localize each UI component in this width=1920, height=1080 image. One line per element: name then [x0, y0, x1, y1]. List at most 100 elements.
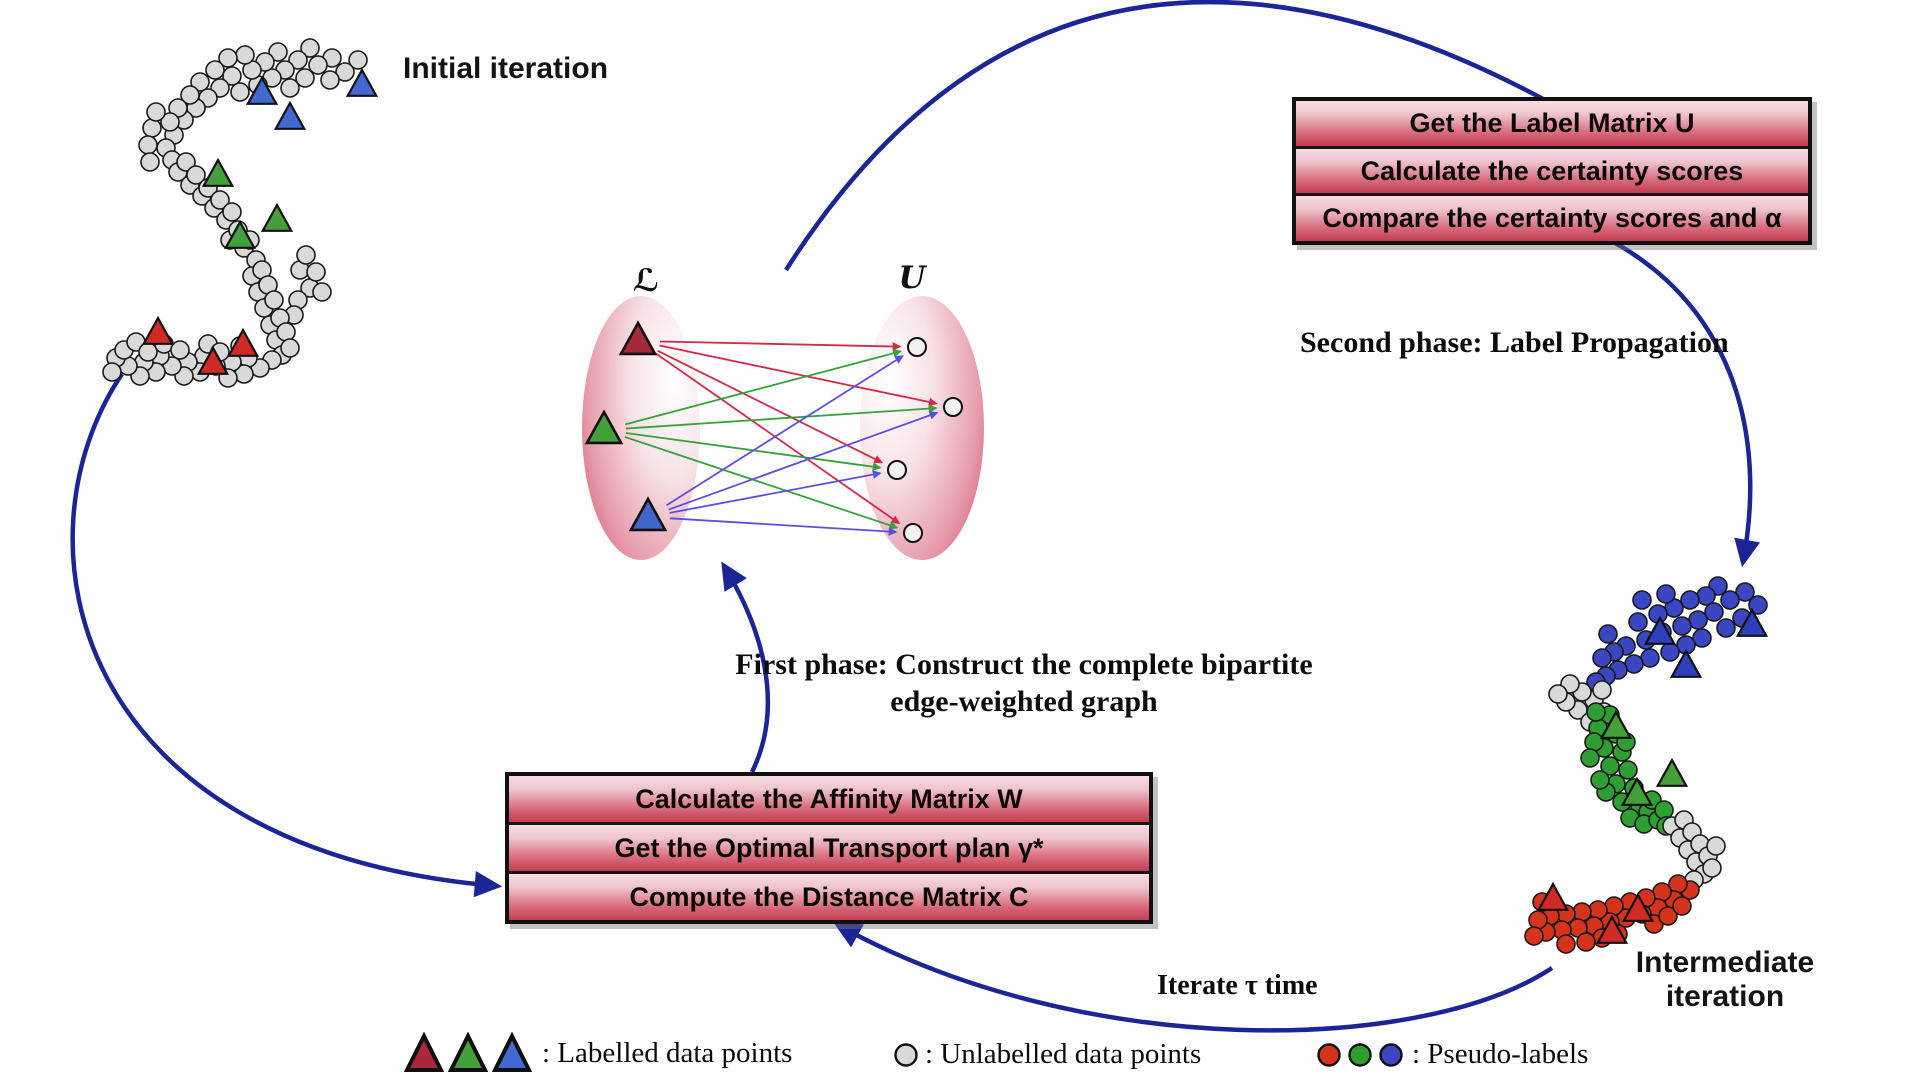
bipartite-edges [624, 340, 939, 536]
initial-labelled-green-point [223, 219, 257, 249]
initial-unlabelled-point [235, 45, 255, 65]
intermediate-labelled-green-point [1620, 776, 1654, 806]
bipartite-edge [657, 350, 884, 464]
initial-unlabelled-point [222, 202, 242, 222]
initial-unlabelled-point [102, 362, 122, 382]
construct-graph-box: Calculate the Affinity Matrix W Get the … [505, 772, 1153, 924]
box-row-get-label-matrix: Get the Label Matrix U [1296, 101, 1808, 146]
initial-labelled-red-point [141, 315, 175, 345]
box-row-distance-matrix: Compute the Distance Matrix C [509, 871, 1149, 920]
bipartite-edge [625, 349, 903, 426]
intermediate-pseudo-green-point [1584, 732, 1604, 752]
initial-unlabelled-point [268, 42, 288, 62]
intermediate-unlabelled-upper-point [1592, 680, 1612, 700]
unlabelled-node-circle [887, 460, 907, 480]
initial-unlabelled-point [138, 342, 158, 362]
labelled-triangles-icon [404, 1032, 533, 1072]
initial-unlabelled-point [186, 165, 206, 185]
set-U-label: U [898, 260, 926, 296]
initial-unlabelled-point [138, 135, 158, 155]
arrow-intermediate-to-construct-box [833, 922, 1554, 1033]
box-row-affinity-matrix: Calculate the Affinity Matrix W [509, 776, 1149, 822]
intermediate-pseudo-blue-point [1720, 590, 1740, 610]
intermediate-labelled-red-point [1621, 892, 1655, 922]
intermediate-pseudo-blue-point [1660, 642, 1680, 662]
intermediate-pseudo-green-point [1618, 760, 1638, 780]
first-phase-line1: First phase: Construct the complete bipa… [735, 648, 1313, 681]
initial-unlabelled-point [142, 118, 162, 138]
iterate-tau-label: Iterate τ time [1157, 970, 1318, 1001]
intermediate-pseudo-green-point [1580, 748, 1600, 768]
bipartite-edge [659, 340, 902, 351]
initial-unlabelled-point [230, 82, 250, 102]
legend-labelled-text: : Labelled data points [542, 1036, 793, 1069]
intermediate-pseudo-blue-point [1632, 590, 1652, 610]
bipartite-edge [669, 517, 898, 536]
unlabelled-node-circle [943, 397, 963, 417]
bipartite-edge [624, 436, 899, 530]
box-row-compare-certainty: Compare the certainty scores and α [1296, 193, 1808, 242]
legend-pseudo: : Pseudo-labels [1316, 1038, 1588, 1071]
intermediate-labelled-blue-point [1669, 648, 1703, 678]
initial-labelled-blue-point [245, 75, 279, 105]
initial-unlabelled-point [280, 338, 300, 358]
initial-unlabelled-point [320, 70, 340, 90]
second-phase-label: Second phase: Label Propagation [1300, 326, 1729, 359]
initial-unlabelled-point [295, 68, 315, 88]
pseudo-labels-icon [1317, 1042, 1403, 1067]
intermediate-pseudo-blue-point [1704, 602, 1724, 622]
intermediate-pseudo-red-point [1668, 874, 1688, 894]
intermediate-pseudo-blue-point [1692, 628, 1712, 648]
legend-pseudo-red-icon [1317, 1042, 1341, 1067]
arrow-graph-to-labelprop-box [784, 0, 1547, 272]
intermediate-pseudo-red-point [1576, 932, 1596, 952]
initial-unlabelled-point [264, 290, 284, 310]
initial-unlabelled-point [146, 102, 166, 122]
bipartite-edge [669, 470, 882, 514]
initial-unlabelled-point [222, 66, 242, 86]
initial-labelled-green-point [201, 157, 235, 187]
intermediate-pseudo-red-point [1572, 902, 1592, 922]
intermediate-pseudo-red-point [1528, 910, 1548, 930]
intermediate-labelled-blue-point [1643, 615, 1677, 645]
initial-unlabelled-point [190, 72, 210, 92]
labelled-node-triangle [618, 320, 658, 356]
initial-unlabelled-point [180, 85, 200, 105]
scatter-intermediate-pseudo-blue [1586, 576, 1768, 692]
initial-labelled-blue-point [273, 100, 307, 130]
initial-unlabelled-point [348, 50, 368, 70]
intermediate-labelled-red-point [1536, 881, 1570, 911]
bipartite-edge [666, 355, 904, 507]
legend-red-triangle-icon [404, 1032, 445, 1072]
initial-iteration-label: Initial iteration [403, 52, 609, 85]
initial-unlabelled-point [205, 60, 225, 80]
first-phase-label: First phase: Construct the complete bipa… [735, 646, 1312, 720]
legend-pseudo-text: : Pseudo-labels [1412, 1038, 1589, 1070]
bipartite-edge [655, 352, 901, 525]
intermediate-labelled-red-point [1595, 914, 1629, 944]
intermediate-labelled-blue-point [1735, 607, 1769, 637]
intermediate-pseudo-blue-point [1656, 584, 1676, 604]
intermediate-unlabelled-lower-point [1702, 858, 1722, 878]
intermediate-iteration-label: Intermediate iteration [1635, 946, 1815, 1013]
initial-unlabelled-point [312, 282, 332, 302]
scatter-intermediate-labelled-green [1599, 709, 1689, 806]
intermediate-pseudo-green-point [1654, 800, 1674, 820]
initial-unlabelled-point [280, 78, 300, 98]
intermediate-pseudo-red-point [1524, 926, 1544, 946]
scatter-initial-labelled-blue [245, 67, 379, 130]
intermediate-pseudo-blue-point [1680, 590, 1700, 610]
intermediate-pseudo-blue-point [1628, 612, 1648, 632]
legend-unlabelled-text: : Unlabelled data points [925, 1038, 1202, 1070]
first-phase-line2: edge-weighted graph [890, 685, 1158, 718]
box-row-calc-certainty: Calculate the certainty scores [1296, 145, 1808, 194]
intermediate-pseudo-green-point [1590, 770, 1610, 790]
initial-unlabelled-point [210, 190, 230, 210]
scatter-intermediate-labelled-blue [1643, 607, 1769, 678]
labelled-node-triangle [584, 409, 624, 445]
scatter-initial-unlabelled [102, 38, 368, 388]
scatter-intermediate-pseudo-green [1580, 702, 1676, 836]
unlabelled-node-circle [907, 337, 927, 357]
initial-labelled-red-point [196, 345, 230, 375]
label-propagation-box: Get the Label Matrix U Calculate the cer… [1292, 97, 1812, 245]
